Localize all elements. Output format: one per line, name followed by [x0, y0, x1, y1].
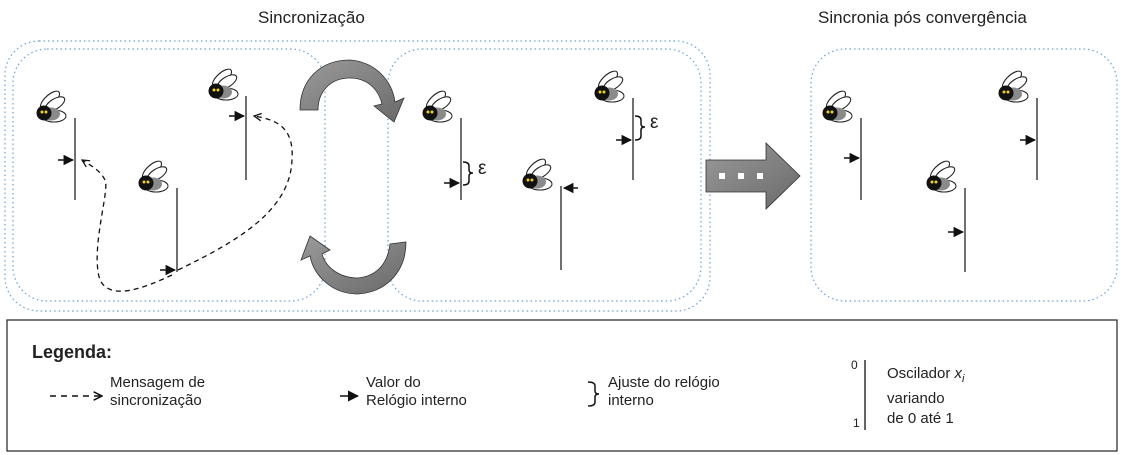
brace-icon [462, 161, 474, 186]
legend-box [6, 319, 1118, 452]
brace-icon [634, 115, 646, 141]
curved-arrow-icon [300, 235, 407, 295]
legend-oscillator-label: Oscilador [887, 365, 951, 382]
sync-right-frame [387, 48, 702, 302]
legend-message-line2: sincronização [110, 392, 202, 409]
legend-clock-line2: Relógio interno [366, 392, 467, 409]
legend-clock-text: Valor do Relógio interno [366, 374, 467, 410]
firefly-icon [207, 65, 240, 101]
legend-clock-line1: Valor do [366, 374, 421, 391]
legend-message-line1: Mensagem de [110, 374, 206, 391]
sync-message-arrow [82, 160, 173, 292]
curved-arrow-icon [299, 59, 405, 123]
brace-icon [587, 381, 600, 407]
legend-oscillator-text: Oscilador xi variando de 0 até 1 [887, 365, 964, 428]
oscillator-bottom-value: 1 [853, 416, 860, 430]
firefly-icon [925, 157, 958, 193]
firefly-icon [821, 87, 854, 123]
legend-adjust-text: Ajuste do relógio interno [608, 374, 720, 410]
legend-adjust-line1: Ajuste do relógio [608, 374, 720, 391]
epsilon-label: ε [478, 158, 487, 179]
firefly-icon [997, 67, 1030, 103]
legend-message-text: Mensagem de sincronização [110, 374, 205, 410]
ellipsis-dot [738, 173, 744, 179]
epsilon-label: ε [650, 112, 659, 133]
firefly-icon [593, 67, 626, 103]
legend-heading: Legenda: [32, 342, 113, 362]
sync-title: Sincronização [258, 8, 365, 27]
firefly-icon [35, 87, 68, 123]
firefly-icon [137, 157, 170, 193]
legend-oscillator-line1: Oscilador xi [887, 365, 964, 388]
legend-oscillator-sub: i [962, 373, 965, 385]
firefly-icon [521, 155, 554, 191]
legend-oscillator-var: x [954, 365, 963, 382]
legend-adjust-line2: interno [608, 392, 654, 409]
sync-message-arrow [177, 116, 293, 271]
ellipsis-dot [757, 173, 763, 179]
post-convergence-title: Sincronia pós convergência [818, 8, 1027, 27]
legend-oscillator-line3: de 0 até 1 [887, 410, 954, 427]
sync-left-frame [12, 48, 326, 302]
block-arrow-icon [705, 142, 801, 210]
post-frame [810, 48, 1118, 302]
legend-oscillator-line2: variando [887, 390, 945, 407]
ellipsis-dot [719, 173, 725, 179]
oscillator-top-value: 0 [851, 358, 858, 372]
firefly-icon [421, 87, 454, 123]
